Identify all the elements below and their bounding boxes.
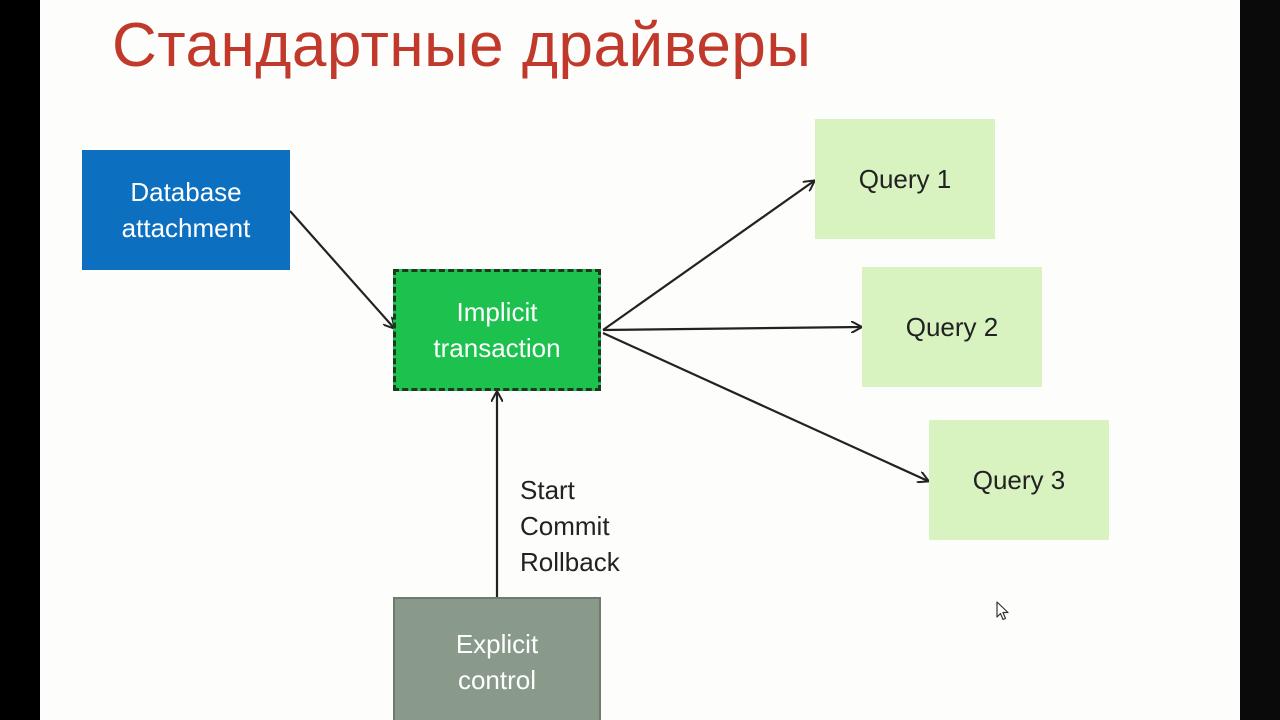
query2-label: Query 2 (905, 312, 999, 342)
query1-node: Query 1 (815, 119, 995, 239)
slide-title: Стандартные драйверы (112, 11, 812, 80)
connector-arrows (289, 0, 1240, 597)
control-label-rollback: Rollback (520, 547, 620, 577)
mouse-cursor-icon (996, 601, 1009, 621)
database-attachment-node: Database attachment (82, 150, 290, 270)
database-attachment-label: Database attachment (121, 177, 251, 243)
slide: Стандартные драйверы Database attachment… (40, 0, 1240, 720)
screen-edge-strip (1240, 0, 1280, 720)
control-label-start: Start (520, 475, 575, 505)
query2-node: Query 2 (862, 267, 1042, 387)
explicit-control-label: Explicit control (455, 629, 539, 695)
query1-label: Query 1 (858, 164, 952, 194)
control-operations-list: Start Commit Rollback (520, 472, 620, 580)
implicit-transaction-node: Implicit transaction (393, 269, 601, 391)
implicit-transaction-label: Implicit transaction (433, 297, 561, 363)
explicit-control-node: Explicit control (393, 597, 601, 720)
control-label-commit: Commit (520, 511, 610, 541)
arrow-db-to-implicit (289, 210, 394, 328)
query3-node: Query 3 (929, 420, 1109, 540)
query3-label: Query 3 (972, 465, 1066, 495)
arrow-implicit-to-query2 (602, 327, 861, 330)
arrow-implicit-to-query1 (602, 181, 814, 331)
